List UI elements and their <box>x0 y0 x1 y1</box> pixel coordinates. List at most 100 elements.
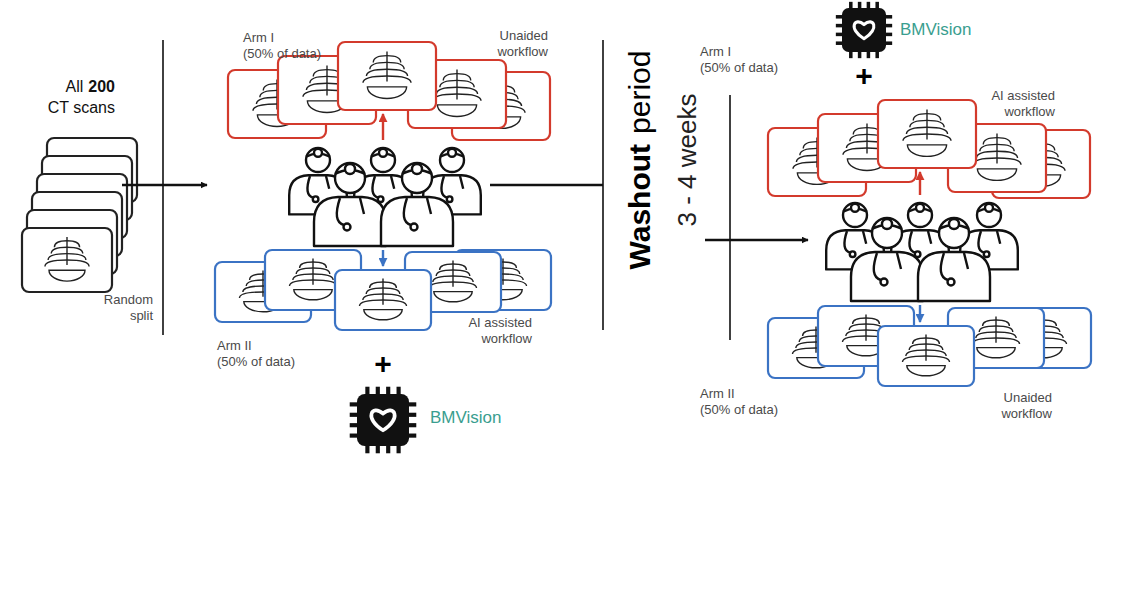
rib-line <box>976 332 1016 338</box>
ct-slice-icon <box>433 70 481 117</box>
workflow-label: AI assisted workflow <box>456 315 532 346</box>
doctor-icon <box>314 163 386 246</box>
ct-slice-icon <box>973 134 1021 181</box>
rib-line <box>436 270 470 276</box>
stethoscope-bell <box>984 251 990 257</box>
scan-card <box>338 42 436 110</box>
doctor-head <box>939 218 969 248</box>
head-mirror <box>851 204 859 212</box>
doctor-icon <box>381 163 453 246</box>
rib-line <box>370 62 404 69</box>
rib-line <box>910 120 944 127</box>
doctor-icon <box>918 218 990 301</box>
divider-line <box>162 40 164 335</box>
scan-card <box>22 228 112 292</box>
rib-line <box>973 158 1021 165</box>
ct-slice-icon <box>359 278 406 319</box>
plus-sign: + <box>855 58 873 94</box>
stethoscope <box>844 231 866 253</box>
workflow-label: Unaided workflow <box>990 390 1052 421</box>
ct-slice-icon <box>902 334 949 375</box>
table-shape <box>364 310 402 320</box>
rib-line <box>906 127 947 134</box>
head-mirror <box>412 164 422 174</box>
head-mirror <box>345 164 355 174</box>
head-mirror <box>916 204 924 212</box>
flow-arrow <box>122 184 207 186</box>
scan-count-row: All200 <box>66 77 115 96</box>
rib-line <box>976 151 1017 158</box>
doctor-head <box>872 218 902 248</box>
rib-line <box>983 320 1010 326</box>
rib-line <box>363 294 403 300</box>
arm-arrow <box>382 114 384 140</box>
doctor-body <box>851 252 923 301</box>
table-shape <box>977 169 1016 181</box>
doctor-head <box>335 163 365 193</box>
table-shape <box>294 290 332 300</box>
washout-block: Washoutperiod <box>622 51 658 270</box>
table-shape <box>437 105 476 117</box>
stethoscope <box>941 253 968 280</box>
rib-line <box>45 260 89 266</box>
flow-arrow <box>705 239 808 241</box>
heart-symbol <box>371 410 394 430</box>
arm-arrow <box>919 305 921 322</box>
stethoscope <box>978 231 1000 253</box>
ct-scan-stack <box>22 138 137 292</box>
rib-line <box>913 114 940 121</box>
divider-line <box>729 95 731 340</box>
ct-slice-icon <box>45 237 89 281</box>
doctor-head <box>402 163 432 193</box>
arm-label: (50% of data) <box>700 60 778 76</box>
rib-line <box>913 338 940 344</box>
scan-count: All <box>66 77 84 96</box>
rib-line <box>903 134 951 141</box>
rib-line <box>440 80 474 87</box>
rib-line <box>373 56 400 63</box>
rib-line <box>443 74 470 81</box>
rib-line <box>289 280 336 286</box>
rib-line <box>48 254 86 260</box>
doctor-head <box>371 148 395 172</box>
rib-line <box>906 350 946 356</box>
head-mirror <box>949 219 959 229</box>
arm-label: (50% of data) <box>243 46 321 62</box>
stethoscope <box>404 198 431 225</box>
stethoscope-bell <box>948 279 955 286</box>
head-mirror <box>314 149 322 157</box>
rib-line <box>980 144 1014 151</box>
arm-arrow <box>382 250 384 266</box>
split-label: Random split <box>91 292 153 323</box>
arm-label: Arm II <box>217 338 252 354</box>
rib-line <box>979 326 1013 332</box>
rib-line <box>902 356 949 362</box>
rib-line <box>436 87 477 94</box>
rib-line <box>54 241 79 247</box>
stethoscope <box>909 231 931 253</box>
doctor-body <box>314 197 386 246</box>
flow-line <box>490 184 603 186</box>
brand-name: BMVision <box>430 408 502 428</box>
table-shape <box>907 145 946 157</box>
rib-line <box>433 94 481 101</box>
doctor-head <box>440 148 464 172</box>
rib-line <box>972 338 1019 344</box>
table-shape <box>977 348 1015 358</box>
ct-slice-icon <box>903 110 951 157</box>
scan-card <box>335 270 431 330</box>
rib-line <box>51 247 83 253</box>
rib-line <box>429 282 476 288</box>
doctor-body <box>381 197 453 246</box>
stethoscope-bell <box>344 224 351 231</box>
head-mirror <box>379 149 387 157</box>
stethoscope-bell <box>881 279 888 286</box>
stethoscope-bell <box>447 196 453 202</box>
doctor-head <box>843 203 867 227</box>
chip-body <box>842 8 886 52</box>
ct-slice-icon <box>972 316 1019 357</box>
ai-chip-icon <box>350 387 417 454</box>
ct-slice-icon <box>363 52 411 99</box>
